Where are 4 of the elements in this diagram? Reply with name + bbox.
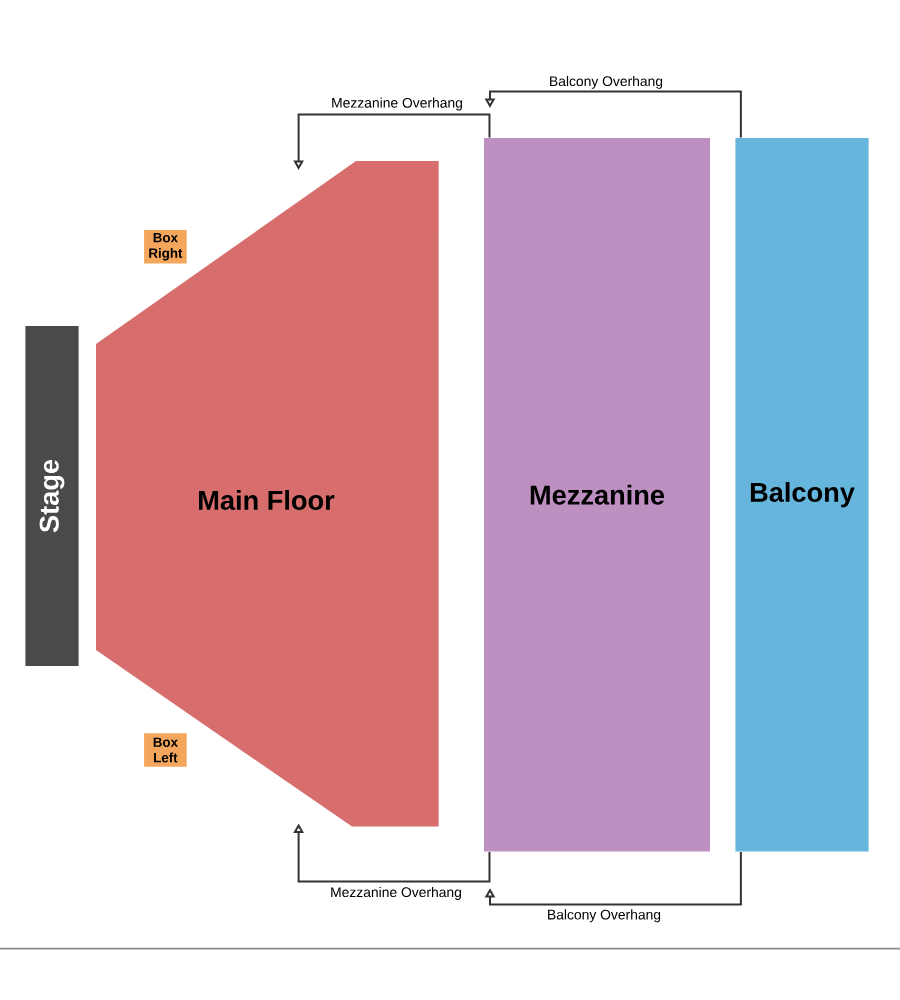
- bracket-arrow: [484, 850, 742, 906]
- stage-block: Stage: [25, 326, 79, 666]
- seating-section: Mezzanine: [484, 138, 710, 852]
- seating-section: Balcony: [735, 138, 869, 852]
